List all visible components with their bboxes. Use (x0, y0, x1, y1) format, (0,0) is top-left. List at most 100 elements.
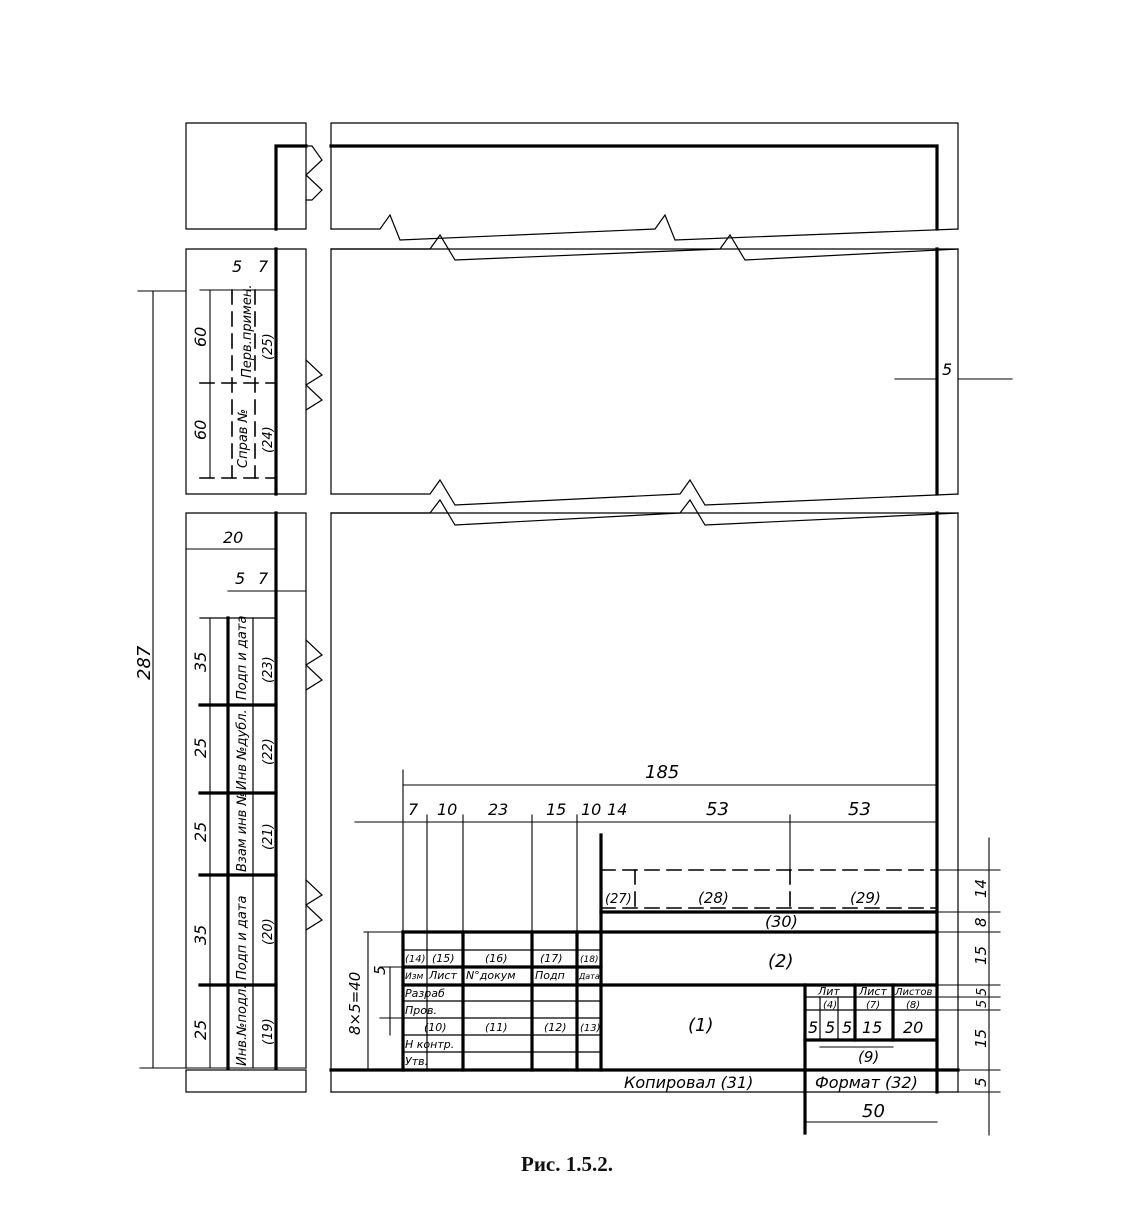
cell-n29: (29) (850, 889, 881, 907)
dim-col-53b: 53 (848, 799, 871, 820)
dim-frame-5: 5 (942, 360, 952, 379)
cell-n14: (14) (405, 954, 426, 965)
dim-col-14: 14 (607, 800, 627, 819)
dim-side-5: 5 (232, 257, 242, 276)
dim-185: 185 (645, 762, 679, 783)
cell-izm: Изм (405, 972, 424, 982)
sub-dim-5a: 5 (808, 1018, 818, 1037)
cell-list: Лист (428, 969, 457, 982)
cell-n11: (11) (485, 1021, 508, 1034)
cell-n16: (16) (485, 952, 508, 965)
cell-list2: Лист (858, 985, 887, 998)
cell-utv: Утв. (405, 1055, 428, 1068)
dim-strip-5: 5 (235, 569, 245, 588)
cell-n12: (12) (544, 1021, 567, 1034)
cell-prov: Пров. (405, 1004, 437, 1017)
right-dim-labels: 14 8 15 5 5 15 5 (972, 879, 990, 1087)
sub-dim-5b: 5 (825, 1018, 835, 1037)
cell-n30: (30) (765, 912, 798, 931)
dim-sprav-60: 60 (191, 420, 210, 440)
label-num-23: (23) (261, 656, 276, 683)
dim-strip-20: 20 (223, 528, 243, 547)
dim-right-8: 8 (972, 917, 990, 927)
dimension-287 (137, 290, 307, 1069)
cell-n27: (27) (605, 892, 632, 907)
dim-right-5b: 5 (975, 1000, 990, 1008)
dim-rows: 8×5=40 (346, 972, 364, 1035)
dim-seg-25c: 25 (191, 1020, 210, 1040)
dim-perv-60: 60 (191, 327, 210, 347)
cell-n2: (2) (768, 951, 794, 972)
title-dim-labels: 5 185 7 10 23 15 10 14 53 53 8×5=40 5 (346, 360, 952, 1035)
sub-dim-15: 15 (862, 1018, 882, 1037)
dim-format-50: 50 (862, 1101, 885, 1122)
left-strip-middle (185, 247, 307, 496)
cell-n9: (9) (858, 1048, 879, 1066)
label-sprav-num: (24) (261, 426, 276, 453)
dim-right-15a: 15 (972, 946, 990, 965)
dim-right-14: 14 (972, 879, 990, 898)
left-strip-labels: 287 5 7 60 60 Перв.примен. (25) Справ № … (134, 257, 276, 1066)
dim-287: 287 (134, 645, 155, 680)
label-inv-dubl: Инв №дубл. (235, 709, 250, 790)
label-podp-20: Подп и дата (235, 896, 250, 980)
cell-n13: (13) (580, 1023, 601, 1034)
cell-n18: (18) (580, 955, 598, 965)
label-perv-primen: Перв.примен. (240, 285, 255, 378)
figure-caption: Рис. 1.5.2. (521, 1152, 613, 1176)
dim-right-15b: 15 (972, 1029, 990, 1048)
dim-seg-35b: 35 (191, 925, 210, 945)
cell-n17: (17) (540, 952, 563, 965)
dim-row-5: 5 (371, 965, 389, 975)
dim-right-5c: 5 (972, 1077, 990, 1087)
left-strip-top (185, 122, 308, 231)
dim-col-10b: 10 (581, 800, 601, 819)
label-perv-num: (25) (261, 333, 276, 360)
title-block-labels: (27) (28) (29) (30) (2) (1) (14) (15) (1… (405, 889, 932, 1122)
cell-lit: Лит (817, 985, 840, 998)
main-sheet-middle (305, 233, 1013, 506)
cell-n10: (10) (424, 1021, 447, 1034)
main-sheet-top (305, 122, 959, 241)
main-sheet-bottom (185, 498, 960, 1094)
label-num-21: (21) (261, 823, 276, 850)
dim-col-10a: 10 (437, 800, 457, 819)
dim-col-15: 15 (546, 800, 566, 819)
sub-dim-5c: 5 (842, 1018, 852, 1037)
label-podp-23: Подп и дата (235, 616, 250, 700)
cell-n8: (8) (906, 1000, 920, 1011)
cell-n15: (15) (432, 952, 455, 965)
dim-seg-25b: 25 (191, 822, 210, 842)
cell-nkontr: Н контр. (405, 1038, 454, 1051)
dim-col-7: 7 (408, 800, 419, 819)
dim-col-23: 23 (488, 800, 508, 819)
label-inv-podl: Инв.№подл. (235, 985, 250, 1066)
sub-dim-20: 20 (903, 1018, 923, 1037)
dim-seg-25a: 25 (191, 738, 210, 758)
cell-data: Дата (578, 972, 600, 981)
cell-n7: (7) (866, 1000, 880, 1011)
dim-side-7: 7 (258, 257, 269, 276)
label-num-19: (19) (261, 1018, 276, 1045)
cell-n1: (1) (688, 1015, 714, 1036)
label-num-22: (22) (261, 738, 276, 765)
dim-seg-35a: 35 (191, 652, 210, 672)
cell-podp: Подп (535, 969, 565, 982)
dim-strip-7: 7 (258, 569, 269, 588)
cell-kopiroval: Копировал (31) (624, 1073, 753, 1092)
title-block (401, 833, 939, 1135)
cell-n4: (4) (823, 1000, 837, 1011)
cell-listov: Листов (894, 987, 932, 998)
cell-ndoc: N°докум (466, 969, 516, 982)
label-sprav: Справ № (236, 409, 251, 468)
left-strip-bottom (185, 511, 307, 1070)
cell-format: Формат (32) (815, 1073, 918, 1092)
dim-right-5a: 5 (975, 988, 990, 996)
cell-n28: (28) (698, 889, 729, 907)
cell-razrab: Разраб (405, 987, 445, 1000)
label-num-20: (20) (261, 918, 276, 945)
dim-col-53a: 53 (706, 799, 729, 820)
title-dimensions (354, 769, 1001, 1136)
label-vzam: Взам инв № (235, 792, 250, 872)
